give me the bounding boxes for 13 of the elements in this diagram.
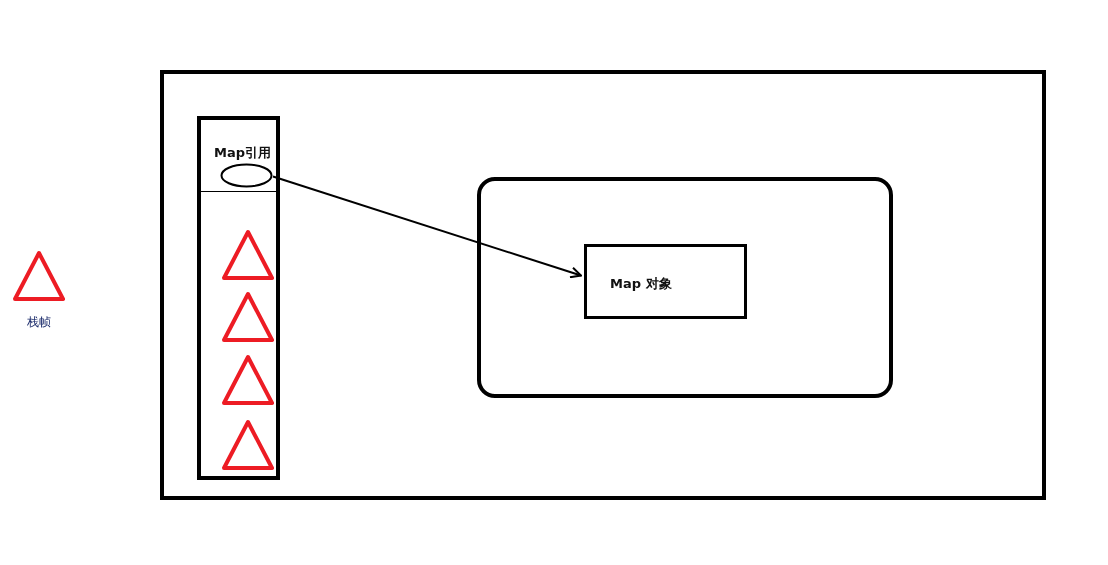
object-box <box>584 244 747 319</box>
triangle-icon <box>221 229 275 281</box>
arrow <box>272 175 582 279</box>
outer-box <box>160 70 1046 500</box>
node-label: Map 对象 <box>610 275 672 293</box>
node-label: Map引用 <box>214 144 271 162</box>
stack-column <box>197 116 280 480</box>
legend-label: 栈帧 <box>26 314 52 331</box>
reference-ellipse <box>220 163 273 188</box>
triangle-icon <box>221 419 275 471</box>
triangle-icon <box>221 291 275 343</box>
triangle-icon <box>221 354 275 406</box>
rounded-box <box>477 177 893 398</box>
